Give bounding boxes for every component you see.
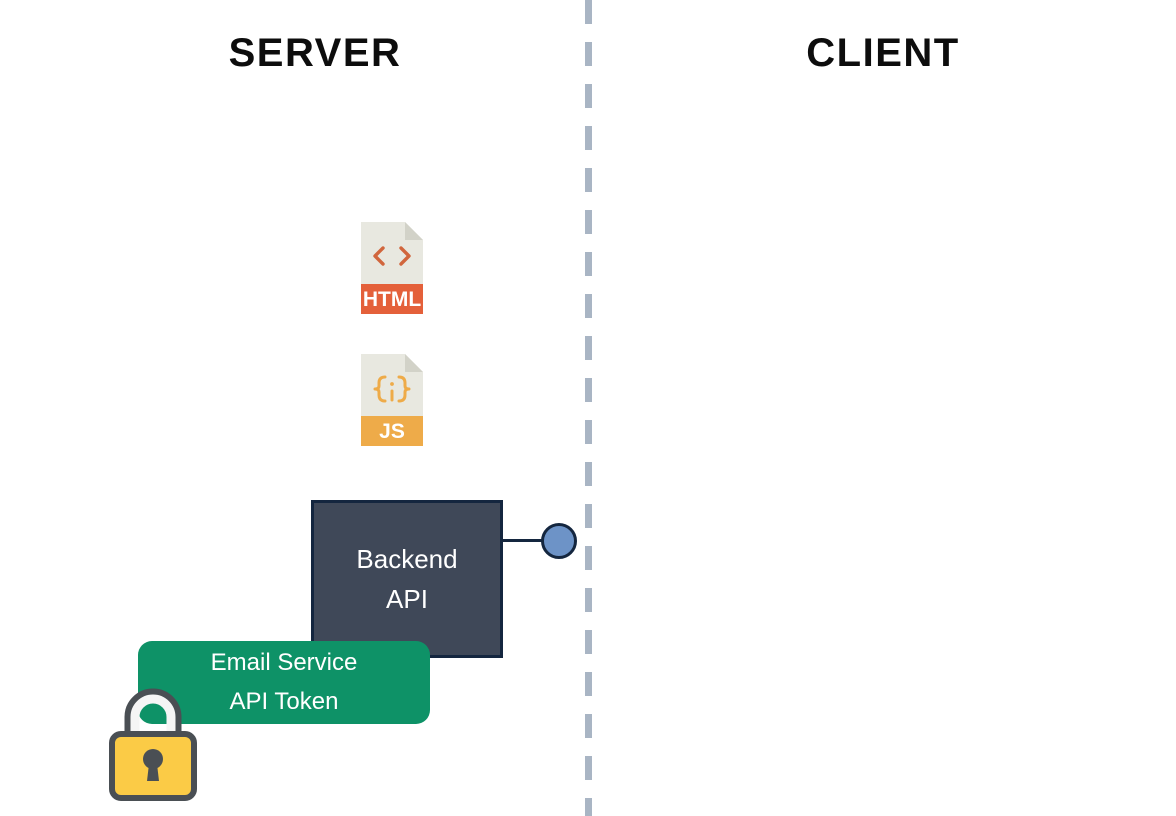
js-file-label: JS <box>379 420 405 443</box>
client-zone-title: CLIENT <box>806 31 960 75</box>
email-service-token-node[interactable]: Email Service API Token <box>138 641 430 724</box>
html-file-icon: HTML <box>361 222 423 314</box>
api-connector-line <box>503 539 549 542</box>
trust-boundary-divider <box>585 0 592 816</box>
padlock-icon <box>109 688 197 801</box>
email-service-token-label: Email Service API Token <box>210 648 358 715</box>
html-file-label: HTML <box>363 288 421 311</box>
js-file-icon: JS <box>361 354 423 446</box>
server-zone-title: SERVER <box>228 31 402 75</box>
backend-api-node[interactable]: Backend API <box>311 500 503 658</box>
api-endpoint-dot[interactable] <box>541 523 577 559</box>
backend-api-label: Backend API <box>356 543 458 614</box>
